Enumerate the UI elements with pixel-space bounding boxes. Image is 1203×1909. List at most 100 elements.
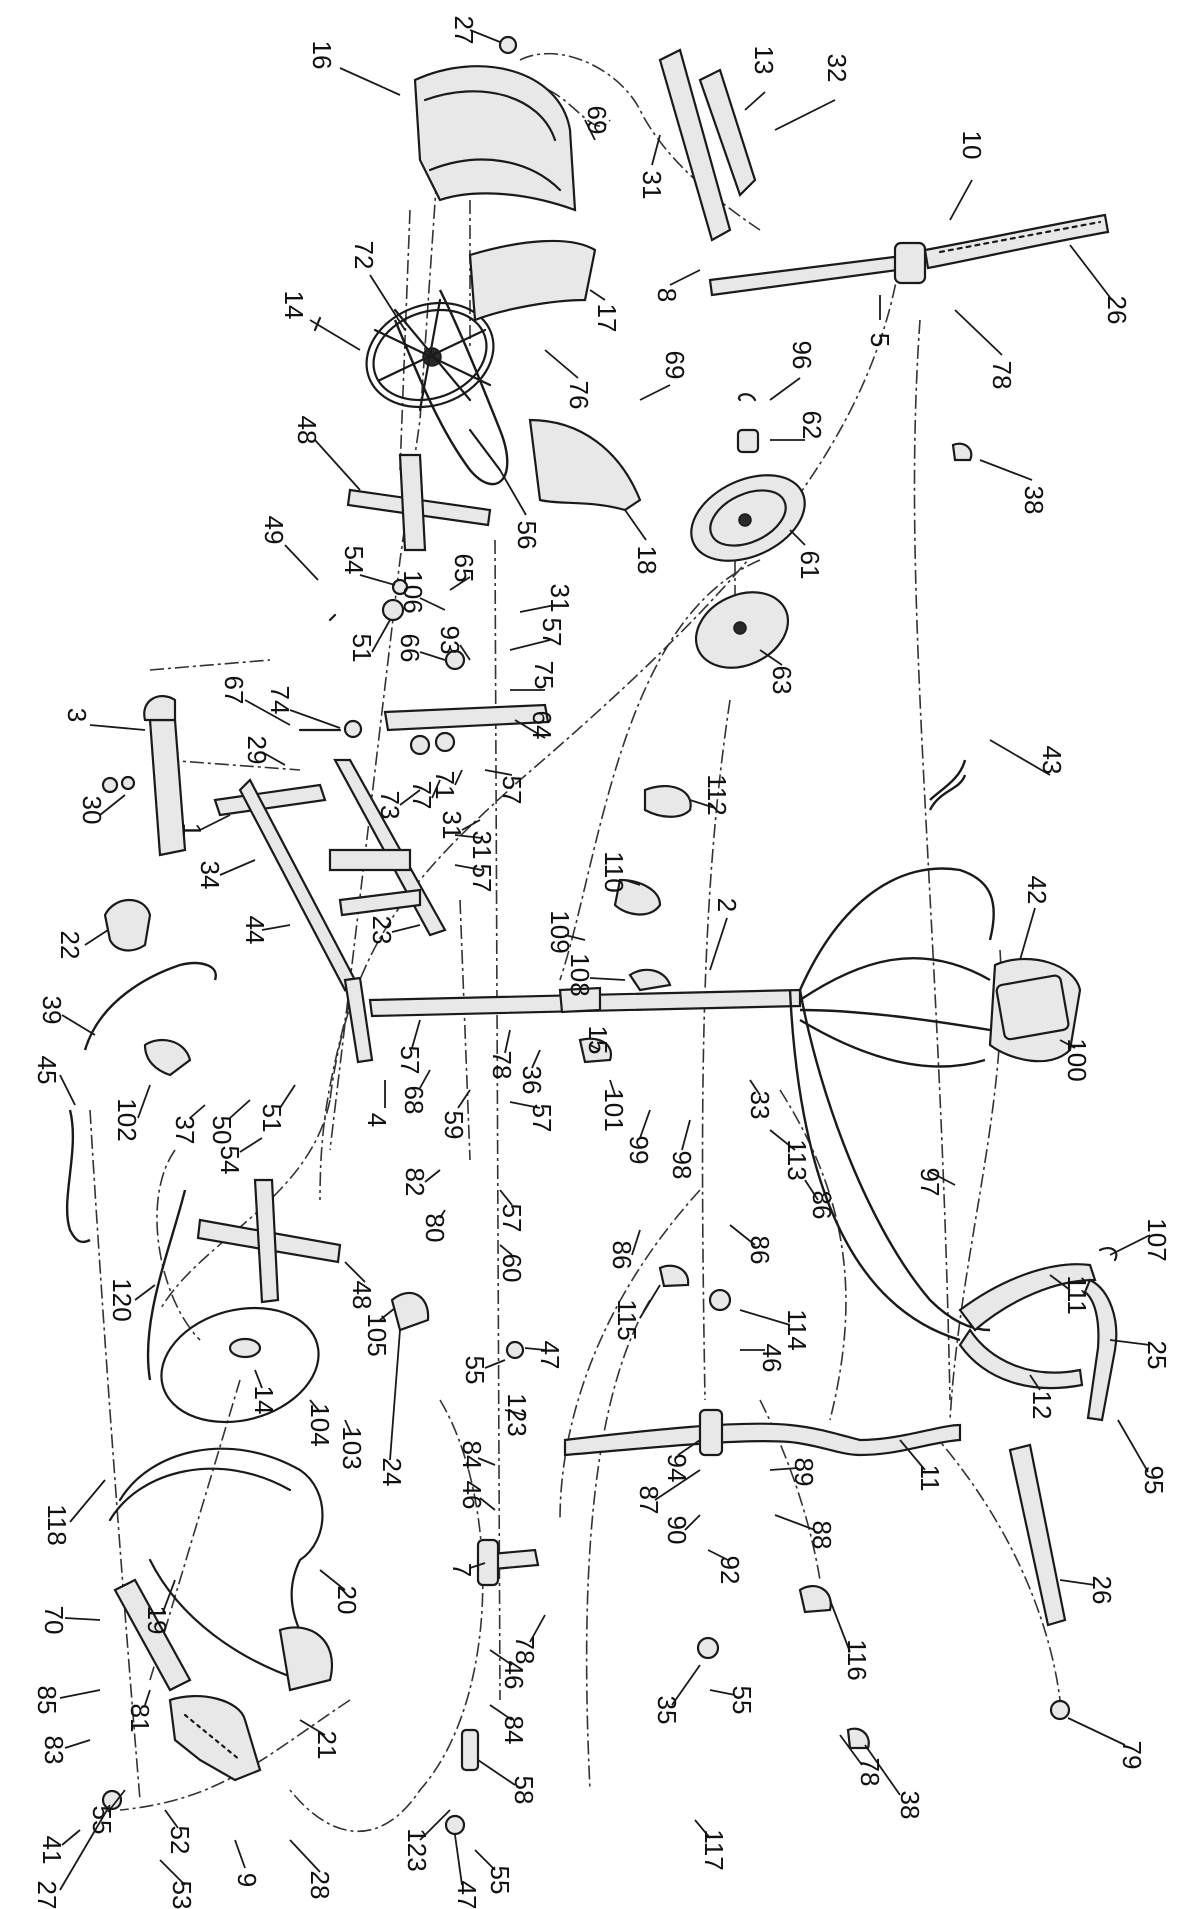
part-102-bracket xyxy=(143,1038,192,1077)
leader-line-120 xyxy=(134,1284,156,1301)
leader-line-68 xyxy=(419,1069,431,1089)
callout-78: 78 xyxy=(510,1636,540,1665)
callout-10: 10 xyxy=(957,131,987,160)
callout-17: 17 xyxy=(592,304,622,333)
callout-34: 34 xyxy=(195,861,225,890)
leader-line-108 xyxy=(589,977,626,981)
leader-line-57 xyxy=(509,639,551,651)
leader-line-55 xyxy=(107,1789,126,1813)
callout-78: 78 xyxy=(855,1758,885,1787)
leader-line-67 xyxy=(244,699,291,726)
callout-28: 28 xyxy=(305,1871,335,1900)
leader-line-46 xyxy=(479,1497,496,1511)
leader-line-2 xyxy=(709,917,728,971)
leader-line-46 xyxy=(489,1649,513,1666)
part-120-cable xyxy=(146,1189,187,1381)
callout-69: 69 xyxy=(660,351,690,380)
callout-75: 75 xyxy=(529,661,559,690)
callout-46: 46 xyxy=(457,1481,487,1510)
callout-16: 16 xyxy=(307,41,337,70)
part-51-bushing-top xyxy=(381,598,405,622)
callout-113: 113 xyxy=(782,1139,812,1180)
part-39-cable xyxy=(83,961,217,1051)
callout-9: 9 xyxy=(232,1873,262,1887)
leader-line-74 xyxy=(289,709,341,729)
leader-line-72 xyxy=(369,274,406,331)
callout-86: 86 xyxy=(807,1191,837,1220)
callout-71: 71 xyxy=(430,771,460,800)
callout-1: 1 xyxy=(177,823,207,837)
part-14-fan-wheel-top xyxy=(365,298,495,412)
callout-58: 58 xyxy=(509,1776,539,1805)
callout-46: 46 xyxy=(499,1661,529,1690)
callout-92: 92 xyxy=(715,1556,745,1585)
callout-115: 115 xyxy=(612,1299,642,1340)
callout-57: 57 xyxy=(497,1204,527,1233)
callout-19: 19 xyxy=(142,1606,172,1635)
callout-3: 3 xyxy=(62,708,92,722)
leader-line-15 xyxy=(589,1044,601,1051)
leader-line-37 xyxy=(189,1104,206,1119)
callout-51: 51 xyxy=(347,634,377,663)
callout-55: 55 xyxy=(727,1686,757,1715)
leader-line-53 xyxy=(159,1859,186,1886)
callout-61: 61 xyxy=(795,551,825,580)
callout-116: 116 xyxy=(842,1639,872,1680)
callout-104: 104 xyxy=(305,1403,335,1446)
leader-line-65 xyxy=(449,576,471,591)
part-112-cover xyxy=(643,785,692,818)
part-61-pulley xyxy=(690,474,806,562)
leader-line-21 xyxy=(299,1719,326,1736)
leader-line-47 xyxy=(454,1834,463,1886)
leader-line-69 xyxy=(639,384,671,401)
callout-78: 78 xyxy=(487,1051,517,1080)
leader-line-88 xyxy=(774,1514,816,1531)
leader-line-26 xyxy=(1059,1579,1096,1586)
callout-123: 123 xyxy=(402,1828,432,1871)
leader-line-41 xyxy=(61,1829,81,1846)
part-114-pivot xyxy=(708,1288,732,1312)
callout-31: 31 xyxy=(467,831,497,860)
part-110-bottle xyxy=(613,878,662,916)
leader-line-69 xyxy=(584,119,596,141)
leader-line-78 xyxy=(954,309,1003,356)
callout-31: 31 xyxy=(545,584,575,613)
callout-4: 4 xyxy=(362,1113,392,1127)
callout-31: 31 xyxy=(437,811,467,840)
leader-line-60 xyxy=(499,1244,513,1256)
part-47-cap-top xyxy=(505,1340,525,1360)
callout-78: 78 xyxy=(987,361,1017,390)
callout-55: 55 xyxy=(87,1806,117,1835)
leader-line-48 xyxy=(344,1261,366,1283)
leader-line-81 xyxy=(144,1689,151,1706)
callout-20: 20 xyxy=(332,1586,362,1615)
callout-21: 21 xyxy=(312,1731,342,1760)
leader-line-49 xyxy=(284,544,319,581)
callout-30: 30 xyxy=(77,796,107,825)
leader-line-96 xyxy=(769,377,801,401)
part-74-washer xyxy=(343,719,363,739)
callout-53: 53 xyxy=(167,1881,197,1909)
leader-line-85 xyxy=(59,1689,101,1699)
leader-line-11 xyxy=(899,1439,926,1471)
leader-line-25 xyxy=(1109,1339,1151,1346)
leader-line-113 xyxy=(769,1129,796,1151)
leader-line-76 xyxy=(544,349,579,379)
callout-23: 23 xyxy=(367,916,397,945)
part-26-grip-bottom xyxy=(1008,1443,1067,1627)
callout-13: 13 xyxy=(749,46,779,75)
callout-65: 65 xyxy=(449,554,479,583)
callout-112: 112 xyxy=(702,774,732,815)
leader-line-92 xyxy=(707,1549,729,1561)
part-42-console-display xyxy=(988,957,1082,1063)
leader-line-97 xyxy=(929,1171,956,1186)
leader-line-118 xyxy=(69,1479,106,1523)
part-13-pedal-plate xyxy=(658,48,757,242)
callout-59: 59 xyxy=(439,1111,469,1140)
callout-66: 66 xyxy=(395,634,425,663)
part-27-cap-bottom xyxy=(101,1789,123,1811)
callout-27: 27 xyxy=(32,1881,62,1909)
callout-2: 2 xyxy=(712,898,742,912)
callout-94: 94 xyxy=(662,1454,692,1483)
